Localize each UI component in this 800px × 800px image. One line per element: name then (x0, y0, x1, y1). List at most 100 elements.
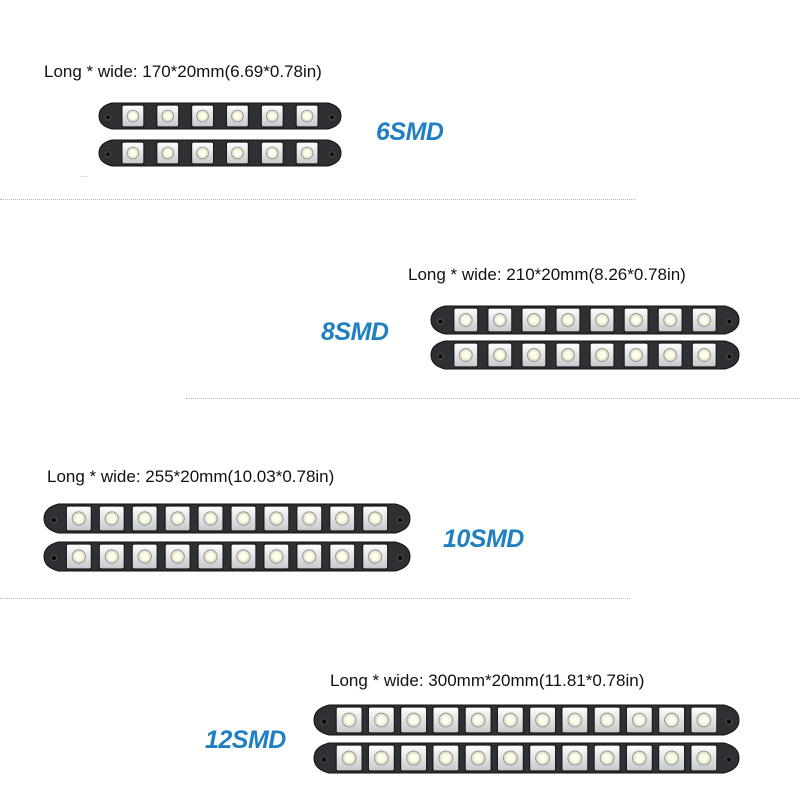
led-strip (313, 742, 740, 774)
led-module (625, 706, 653, 734)
led-module (432, 744, 460, 772)
mounting-hole (437, 353, 444, 360)
led-module (464, 744, 492, 772)
mounting-hole (437, 318, 444, 325)
led-chip (458, 348, 473, 362)
led-module (691, 342, 717, 368)
led-chip (503, 750, 518, 766)
mounting-hole (396, 516, 404, 524)
led-module (487, 342, 513, 368)
section-divider (186, 398, 800, 399)
led-strip (430, 305, 740, 335)
led-chip (161, 146, 175, 160)
led-chip (632, 712, 647, 728)
led-module (367, 744, 395, 772)
led-chip (629, 313, 643, 327)
led-module (453, 307, 479, 333)
model-label: 10SMD (443, 525, 524, 553)
led-module (329, 543, 356, 570)
led-chip (629, 348, 643, 362)
led-module (623, 342, 649, 368)
led-module (263, 543, 290, 570)
led-chip (71, 549, 86, 564)
mounting-hole (329, 151, 336, 158)
led-chip (535, 750, 550, 766)
led-chip (503, 712, 518, 728)
led-module (589, 342, 615, 368)
mounting-hole (396, 554, 404, 562)
led-module (658, 706, 686, 734)
led-chip (265, 109, 279, 123)
model-label: 6SMD (376, 118, 444, 146)
strip-housing (430, 340, 740, 370)
led-module (295, 104, 319, 128)
led-chip (269, 511, 284, 526)
led-chip (231, 146, 244, 160)
led-module (657, 342, 683, 368)
led-module (156, 141, 180, 165)
mounting-hole (50, 516, 58, 524)
led-chip (595, 348, 609, 362)
mounting-hole (726, 353, 733, 360)
strip-housing (313, 704, 740, 736)
led-module (690, 744, 718, 772)
led-chip (406, 750, 421, 766)
section-divider (0, 598, 630, 599)
model-label: 8SMD (321, 318, 389, 346)
led-chip (535, 712, 550, 728)
led-module (464, 706, 492, 734)
led-module (164, 505, 191, 532)
led-chip (170, 549, 185, 564)
led-chip (368, 549, 383, 564)
led-module (98, 543, 125, 570)
dimension-label: Long * wide: 300mm*20mm(11.81*0.78in) (330, 671, 645, 690)
led-chip (470, 750, 486, 766)
led-module (295, 141, 319, 165)
led-strip (43, 541, 411, 572)
mounting-hole (50, 554, 58, 562)
led-strip (98, 139, 342, 167)
strip-housing (43, 503, 411, 534)
led-chip (567, 712, 583, 728)
led-module (263, 505, 290, 532)
led-module (487, 307, 513, 333)
led-chip (203, 549, 218, 564)
led-chip (696, 750, 712, 766)
led-module (230, 543, 257, 570)
dots-mark: ··· (80, 172, 88, 181)
led-chip (161, 109, 175, 123)
led-chip (567, 750, 583, 766)
led-chip (269, 549, 284, 564)
led-module (657, 307, 683, 333)
strip-housing (98, 139, 342, 167)
led-strip (313, 704, 740, 736)
led-module (521, 342, 547, 368)
led-chip (126, 109, 140, 123)
section-divider (0, 199, 636, 200)
led-module (367, 706, 395, 734)
led-module (432, 706, 460, 734)
mounting-hole (329, 114, 336, 121)
led-module (190, 104, 215, 128)
led-chip (493, 348, 507, 362)
led-chip (300, 109, 314, 123)
mounting-hole (320, 718, 328, 725)
led-module (296, 505, 323, 532)
led-chip (203, 511, 218, 526)
led-module (496, 744, 524, 772)
led-chip (374, 750, 389, 766)
led-chip (438, 750, 454, 766)
led-module (529, 744, 557, 772)
led-chip (236, 549, 251, 564)
led-chip (663, 348, 677, 362)
led-module (121, 104, 145, 128)
mounting-hole (320, 756, 328, 763)
led-chip (527, 348, 541, 362)
led-chip (470, 712, 486, 728)
led-module (529, 706, 557, 734)
led-chip (374, 712, 389, 728)
